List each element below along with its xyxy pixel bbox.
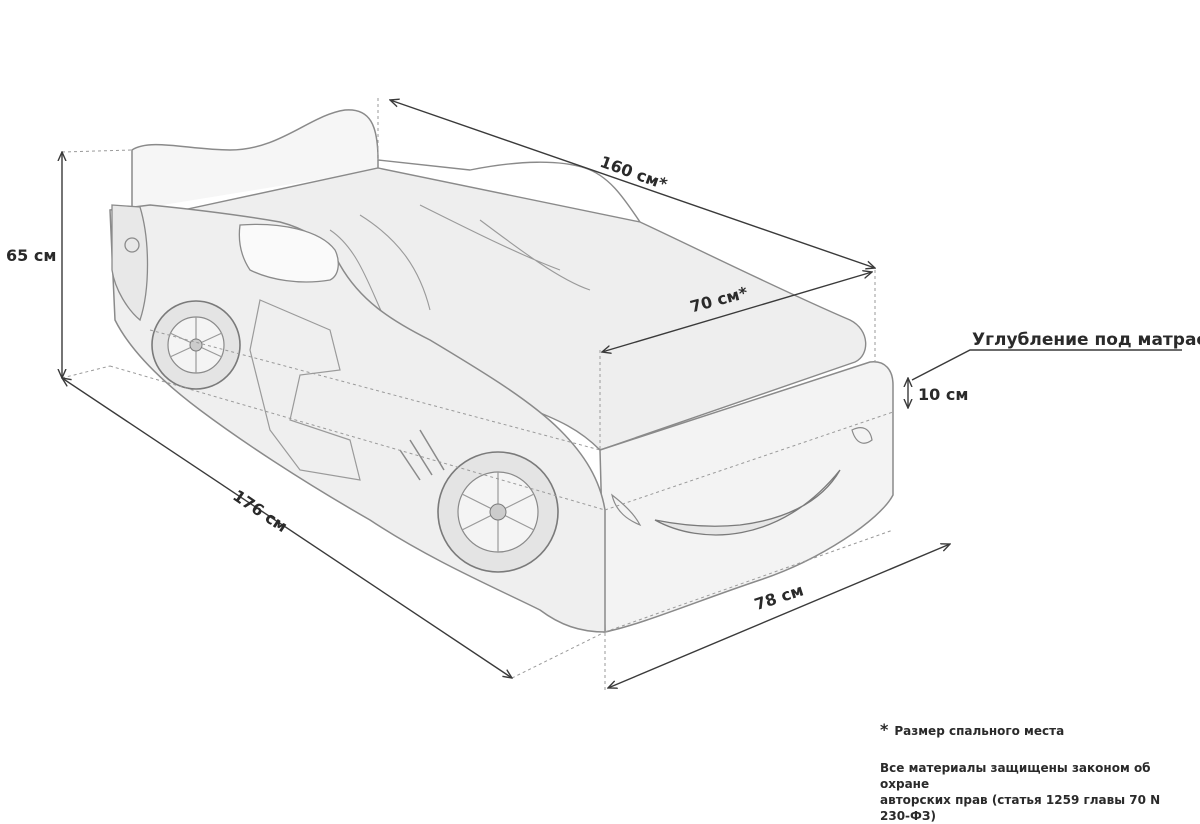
headlight-right [851,427,873,444]
callout-leader [911,349,1182,381]
copyright-line-2: авторских прав (статья 1259 главы 70 N 2… [880,793,1161,823]
dim-line-160 [390,100,875,268]
rear-panel [111,204,149,322]
copyright-note: Все материалы защищены законом об охране… [880,760,1190,824]
copyright-line-1: Все материалы защищены законом об охране [880,761,1151,791]
side-window [238,223,339,283]
asterisk-mark: * [880,720,889,739]
height-label: 65 см [6,246,57,265]
dim-line-78 [608,544,950,688]
mattress-recess-callout: Углубление под матрас [972,330,1200,350]
headboard-panel [131,109,379,210]
depth-label: 10 см [918,385,969,404]
bed-dimension-diagram: 160 см* 70 см* 65 см 10 см 176 см 78 см … [0,98,1200,823]
sleeping-place-note: * Размер спального места [880,722,1064,739]
smile-grill [654,469,841,536]
rear-light [124,237,140,253]
dim-line-176 [62,378,512,678]
sleeping-place-text: Размер спального места [894,724,1065,738]
car-bed-drawing [0,98,1182,690]
dim-line-70 [602,272,872,352]
rear-wheel [151,300,241,390]
inner-dashed-lines [61,98,876,451]
front-wheel [437,451,559,573]
